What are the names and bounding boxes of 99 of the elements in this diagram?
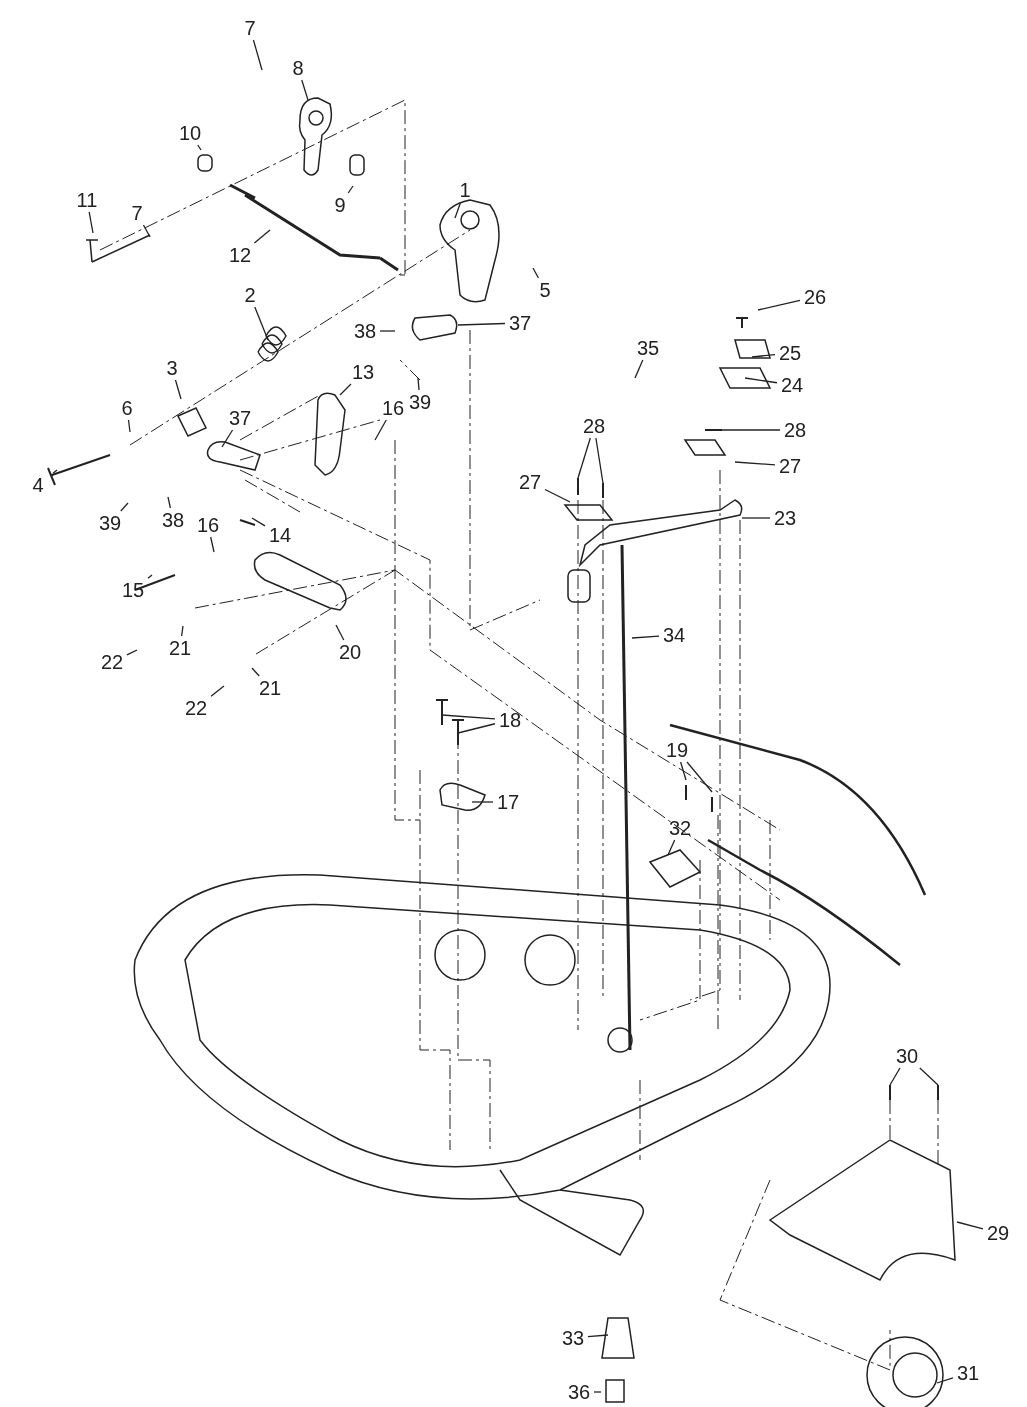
leader-line	[52, 469, 58, 474]
callout-number: 28	[783, 420, 807, 440]
callout-number: 39	[98, 513, 122, 533]
callout-number: 10	[178, 123, 202, 143]
leader-line	[374, 419, 387, 441]
callout-number: 7	[131, 203, 143, 223]
leader-line	[254, 306, 269, 341]
leader-line	[417, 377, 420, 391]
leader-line	[741, 517, 771, 519]
leader-line	[956, 1221, 984, 1230]
callout-number: 22	[184, 698, 208, 718]
callout-number: 2	[244, 285, 256, 305]
callout-number: 21	[258, 678, 282, 698]
callout-number: 31	[956, 1363, 980, 1383]
callout-number: 13	[351, 362, 375, 382]
leader-line	[577, 437, 591, 479]
leader-line	[142, 224, 151, 238]
callout-number: 30	[895, 1046, 919, 1066]
callout-number: 8	[292, 58, 304, 78]
leader-line	[339, 383, 352, 396]
callout-number: 7	[244, 18, 256, 38]
leader-line	[441, 714, 496, 720]
leader-line	[721, 429, 781, 431]
leader-line	[889, 1067, 901, 1086]
leader-line	[757, 299, 801, 311]
callout-number: 37	[228, 408, 252, 428]
leader-line	[120, 502, 129, 512]
leader-line	[210, 536, 215, 553]
leader-line	[471, 801, 494, 803]
callout-number: 32	[668, 818, 692, 838]
leader-line	[347, 185, 354, 194]
callout-number: 4	[32, 475, 44, 495]
callout-number: 6	[121, 398, 133, 418]
leader-line	[587, 1334, 609, 1338]
callout-number: 23	[773, 508, 797, 528]
leader-line	[174, 379, 182, 400]
leader-line	[734, 461, 776, 466]
callout-number: 25	[778, 343, 802, 363]
callout-number: 29	[986, 1223, 1010, 1243]
callout-number: 20	[338, 642, 362, 662]
callout-number: 38	[353, 321, 377, 341]
leader-line	[457, 322, 506, 326]
leader-line	[251, 667, 260, 677]
leader-line	[679, 761, 687, 781]
callout-number: 38	[161, 510, 185, 530]
callout-number: 35	[636, 338, 660, 358]
leader-line	[667, 839, 676, 856]
callout-number: 36	[567, 1382, 591, 1402]
callout-number: 19	[665, 740, 689, 760]
leader-line	[634, 359, 644, 379]
leader-line	[457, 723, 496, 734]
callout-number: 16	[381, 398, 405, 418]
leader-line	[936, 1377, 954, 1384]
leader-line	[631, 635, 660, 639]
leader-line	[88, 211, 94, 234]
callout-number: 24	[780, 375, 804, 395]
callout-number: 21	[168, 638, 192, 658]
callout-number: 26	[803, 287, 827, 307]
leader-line	[379, 330, 396, 332]
leader-line	[126, 649, 138, 656]
leader-line	[253, 229, 271, 244]
leader-line	[595, 437, 604, 484]
callout-number: 14	[268, 525, 292, 545]
leader-line	[751, 353, 776, 358]
leader-line	[593, 1391, 602, 1393]
leader-line	[686, 761, 713, 793]
leader-line	[335, 624, 345, 641]
callout-number: 39	[408, 392, 432, 412]
callout-number: 27	[778, 456, 802, 476]
callout-number: 9	[334, 195, 346, 215]
leader-line	[301, 79, 309, 101]
leader-line	[181, 625, 184, 637]
callout-number: 3	[166, 358, 178, 378]
leader-line	[197, 144, 202, 151]
leader-line	[454, 201, 462, 219]
callout-number: 12	[228, 245, 252, 265]
leader-line	[252, 39, 263, 71]
leader-line	[919, 1067, 939, 1086]
callout-number: 33	[561, 1328, 585, 1348]
callout-number: 27	[518, 472, 542, 492]
callout-number: 11	[76, 190, 98, 210]
leader-line	[221, 429, 234, 448]
leader-line	[744, 377, 778, 384]
leader-line	[167, 496, 172, 509]
callout-number: 1	[459, 180, 471, 200]
callout-number: 37	[508, 313, 532, 333]
leader-line	[127, 419, 131, 433]
callout-number: 17	[496, 792, 520, 812]
leader-line	[210, 685, 225, 697]
leader-line	[251, 517, 266, 527]
leader-line	[544, 488, 571, 503]
callout-number: 22	[100, 652, 124, 672]
callout-number: 34	[662, 625, 686, 645]
callout-number: 16	[196, 515, 220, 535]
leader-line	[532, 267, 540, 279]
callout-number: 28	[582, 416, 606, 436]
callout-number: 5	[539, 280, 551, 300]
leader-line	[147, 574, 153, 579]
callout-number: 18	[498, 710, 522, 730]
